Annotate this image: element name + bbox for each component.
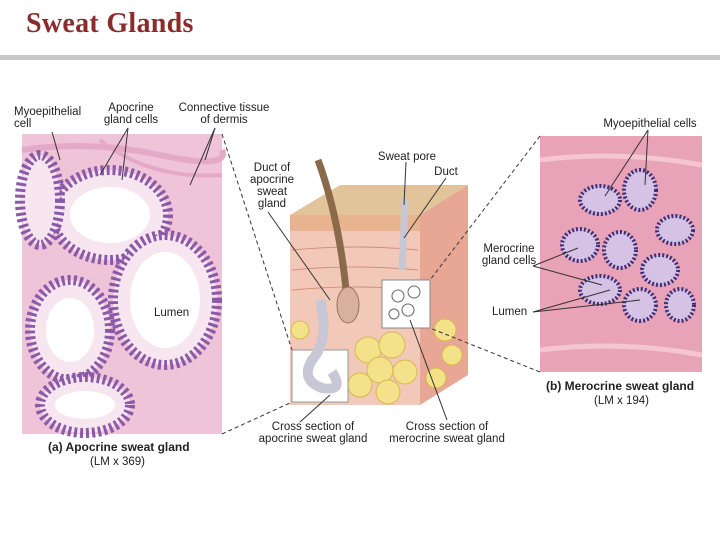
- label-sweat-pore: Sweat pore: [377, 151, 437, 163]
- merocrine-micrograph: [539, 136, 703, 372]
- label-apocrine-gland-cells: Apocrine gland cells: [103, 102, 159, 126]
- leader-lines: [51, 127, 649, 423]
- label-duct-apocrine: Duct of apocrine sweat gland: [249, 162, 295, 210]
- page-title: Sweat Glands: [26, 8, 194, 39]
- caption-merocrine: (b) Merocrine sweat gland: [546, 379, 695, 393]
- label-myoepithelial-cell: Myoepithelial cell: [14, 106, 82, 130]
- connector-lines: [221, 133, 541, 435]
- label-duct: Duct: [434, 166, 458, 178]
- label-cross-section-apocrine: Cross section of apocrine sweat gland: [258, 421, 368, 445]
- label-cross-section-merocrine: Cross section of merocrine sweat gland: [389, 421, 505, 445]
- label-connective-tissue: Connective tissue of dermis: [178, 102, 270, 126]
- magnification-a: (LM x 369): [90, 456, 145, 468]
- title-divider: [0, 55, 720, 60]
- caption-apocrine: (a) Apocrine sweat gland: [48, 440, 190, 454]
- magnification-b: (LM x 194): [594, 395, 649, 407]
- label-myoepithelial-cells: Myoepithelial cells: [603, 118, 697, 130]
- skin-block-illustration: [290, 158, 468, 405]
- label-merocrine-gland-cells: Merocrine gland cells: [481, 243, 537, 267]
- label-lumen-b: Lumen: [492, 306, 528, 318]
- label-lumen-a: Lumen: [154, 307, 190, 319]
- apocrine-micrograph: [15, 134, 226, 438]
